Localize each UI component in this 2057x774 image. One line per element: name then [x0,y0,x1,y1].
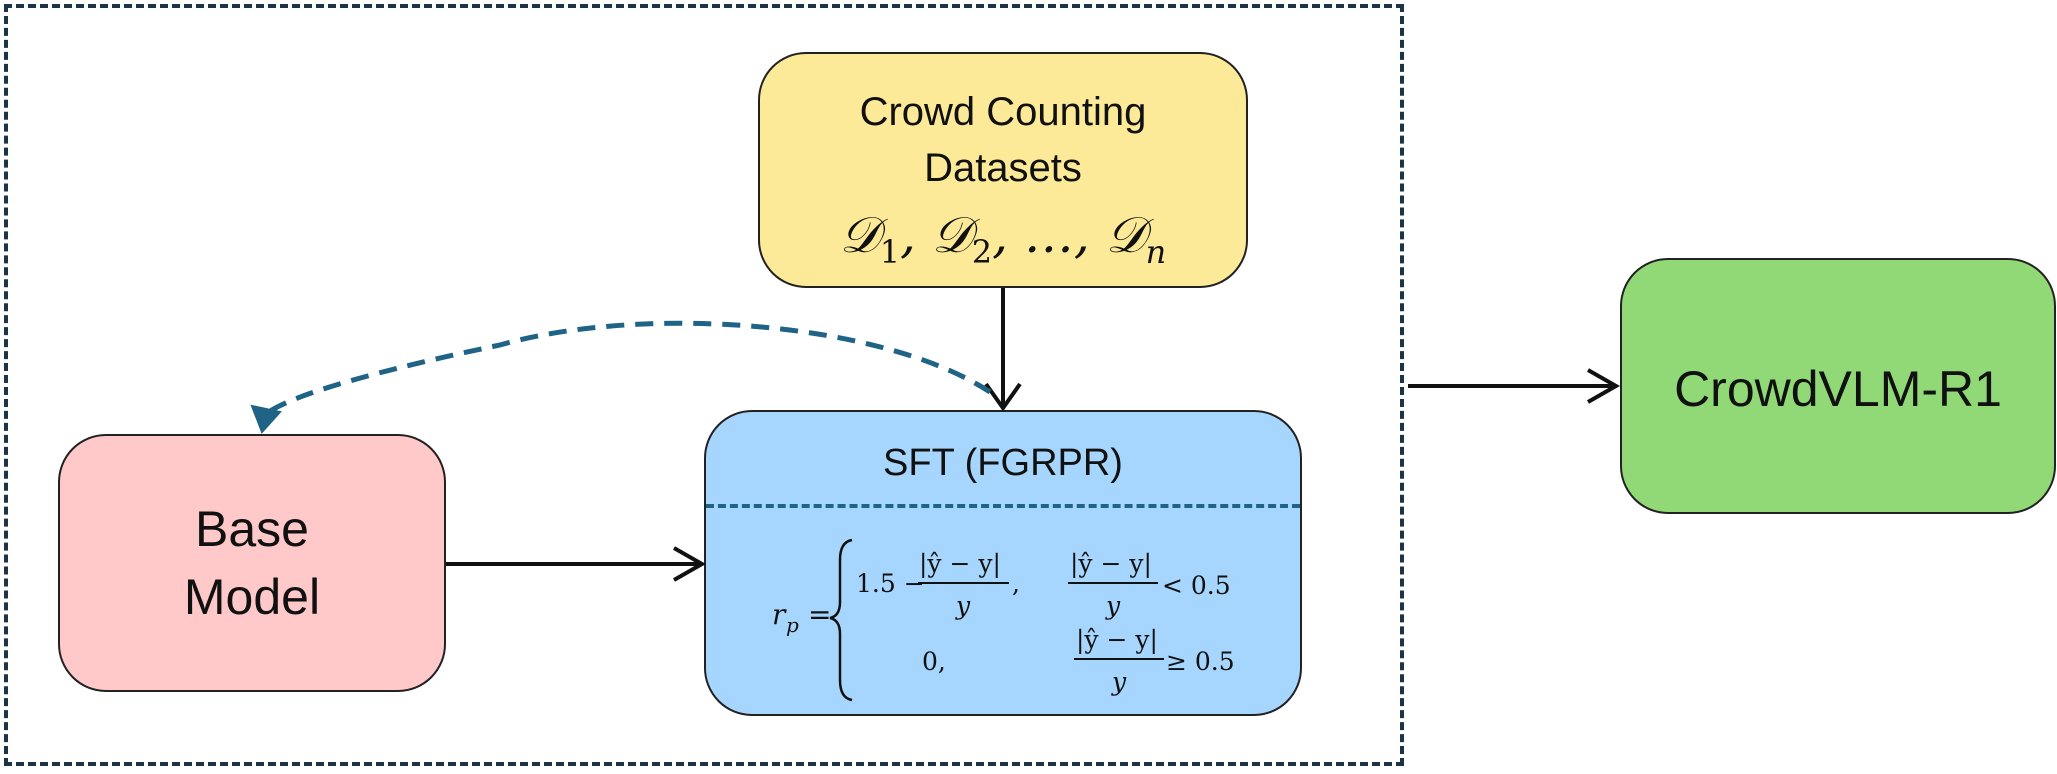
case2-condition-relation: ≥ 0.5 [1166,647,1235,676]
case2-condition-denominator: y [1111,667,1127,696]
case1-value-prefix: 1.5 − [856,569,925,598]
formula-lhs: r [772,598,787,631]
frame-to-output-arrowhead [1587,368,1621,404]
formula-lhs-subscript: p [786,613,799,637]
sft-title: SFT (FGRPR) [883,442,1123,484]
datasets-box: Crowd Counting Datasets 𝒟1, 𝒟2, …, 𝒟n [758,52,1248,288]
training-pipeline-frame [4,4,1404,766]
case2-value: 0, [922,647,946,676]
case1-comma: , [1012,569,1020,598]
crowdvlm-r1-box: CrowdVLM-R1 [1620,258,2056,514]
sft-to-base-feedback-arrowhead [250,404,282,434]
case1-condition-relation: < 0.5 [1162,571,1231,600]
base-model-box: Base Model [58,434,446,692]
base-model-label-line1: Base [195,501,309,557]
sft-box: SFT (FGRPR) r p = 1.5 − |ŷ − y| y , |ŷ −… [704,410,1302,716]
reward-formula: r p = 1.5 − |ŷ − y| y , |ŷ − y| y < 0.5 … [772,538,1235,702]
crowdvlm-r1-label: CrowdVLM-R1 [1674,361,2002,417]
base-to-sft-arrowhead [673,546,707,582]
case1-condition-denominator: y [1105,591,1121,620]
datasets-title-line1: Crowd Counting [859,90,1147,134]
datasets-notation: 𝒟1, 𝒟2, …, 𝒟n [839,206,1167,271]
case2-condition-numerator: |ŷ − y| [1076,625,1158,655]
datasets-to-sft-arrowhead [984,382,1022,412]
base-model-label-line2: Model [183,569,321,625]
case1-condition-numerator: |ŷ − y| [1070,549,1152,579]
datasets-title-line2: Datasets [924,146,1082,190]
sft-to-base-feedback-arrow [264,320,992,417]
sft-divider [706,504,1300,508]
case1-numerator: |ŷ − y| [919,549,1001,579]
formula-brace [829,538,853,702]
formula-equals: = [808,598,831,631]
case1-denominator: y [955,591,971,620]
